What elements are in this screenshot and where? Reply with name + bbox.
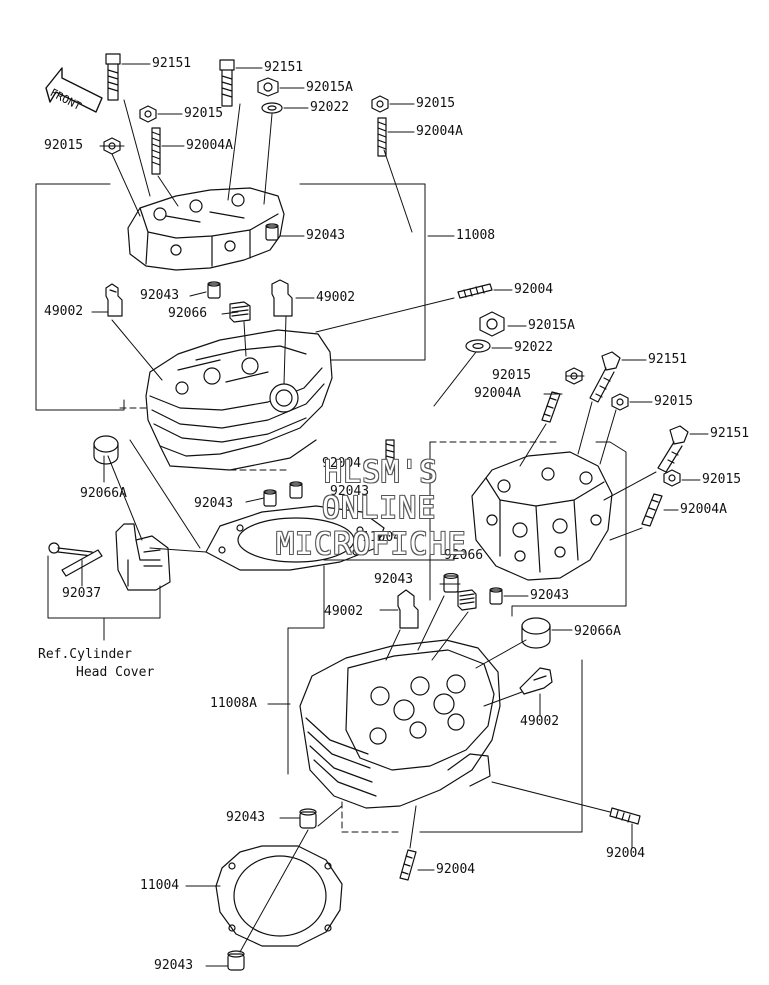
label-92022: 92022 [310, 100, 350, 115]
washer-92022-b [465, 339, 491, 353]
label-92043: 92043 [374, 572, 414, 587]
cap-92066A-a [93, 435, 119, 465]
ref-bracket [47, 555, 161, 641]
cylinder-head-front [299, 639, 501, 809]
stud-center [385, 439, 395, 471]
stud-92004-b [399, 849, 417, 881]
label-92004A: 92004A [680, 502, 727, 517]
bolt-92151-d [657, 425, 689, 473]
nut-92015-f [663, 469, 681, 487]
label-92004A: 92004A [416, 124, 463, 139]
label-92043: 92043 [194, 496, 234, 511]
label-92066A: 92066A [80, 486, 127, 501]
plug-49002-a [105, 283, 123, 317]
label-92043: 92043 [154, 958, 194, 973]
valve-cover-part [115, 523, 171, 591]
label-92015: 92015 [702, 472, 742, 487]
label-92015: 92015 [44, 138, 84, 153]
label-92022: 92022 [514, 340, 554, 355]
label-92043: 92043 [530, 588, 570, 603]
seal-92066-b [457, 589, 477, 611]
rear-head-group-box [35, 183, 426, 471]
leader-lines [81, 63, 709, 967]
label-11004: 11004 [362, 530, 402, 545]
label-92004A: 92004A [186, 138, 233, 153]
bolt-92037 [48, 542, 103, 577]
label-92037: 92037 [62, 586, 102, 601]
label-92004: 92004 [606, 846, 646, 861]
stud-92004A-d [641, 493, 663, 527]
dowel-92043-g [299, 808, 317, 829]
label-92151: 92151 [264, 60, 304, 75]
stud-92004A-a [151, 127, 161, 175]
cylinder-head-rear [145, 329, 333, 471]
label-49002: 49002 [324, 604, 364, 619]
nut-92015A-b [479, 311, 505, 337]
plug-49002-b [271, 279, 293, 317]
label-92004: 92004 [514, 282, 554, 297]
label-92015: 92015 [184, 106, 224, 121]
label-92015A: 92015A [528, 318, 575, 333]
dowel-92043-c [263, 489, 277, 507]
watermark-line3: MICROFICHE [276, 527, 467, 562]
watermark-line2: ONLINE [322, 491, 437, 526]
dowel-92043-f [489, 587, 503, 605]
label-49002: 49002 [520, 714, 560, 729]
label-92151: 92151 [648, 352, 688, 367]
label-49002: 49002 [44, 304, 84, 319]
label-92015: 92015 [492, 368, 532, 383]
gasket-11004-front [215, 845, 343, 947]
rocker-holder-front [471, 451, 613, 581]
nut-92015-c [371, 95, 389, 113]
dowel-92043-d [289, 481, 303, 499]
label-49002: 49002 [316, 290, 356, 305]
gasket-11004-rear [205, 505, 385, 571]
label-92015: 92015 [416, 96, 456, 111]
dowel-92043-b [207, 281, 221, 299]
label-92043: 92043 [330, 484, 370, 499]
label-92043: 92043 [140, 288, 180, 303]
label-92004: 92004 [436, 862, 476, 877]
plug-49002-c [397, 589, 419, 629]
nut-92015A-a [257, 77, 279, 97]
ref-note-line1: Ref.Cylinder [38, 647, 132, 662]
label-11004: 11004 [140, 878, 180, 893]
stud-92004-a [457, 283, 493, 299]
label-92151: 92151 [152, 56, 192, 71]
seal-92066-a [229, 301, 251, 323]
rocker-holder-rear [127, 187, 285, 271]
label-92004A: 92004A [474, 386, 521, 401]
nut-92015-a [139, 105, 157, 123]
label-11008A: 11008A [210, 696, 257, 711]
watermark-line1: HLSM'S [324, 455, 439, 490]
bolt-92151-a [105, 53, 121, 101]
label-92015: 92015 [654, 394, 694, 409]
cap-92066A-b [521, 617, 551, 649]
label-92066A: 92066A [574, 624, 621, 639]
stud-92004A-b [377, 117, 387, 157]
bolt-92151-b [219, 59, 235, 107]
front-head-group-box [287, 441, 627, 833]
ref-note-line2: Head Cover [76, 665, 155, 680]
plug-49002-d [519, 667, 553, 695]
front-arrow-icon [45, 67, 103, 113]
label-92151: 92151 [710, 426, 750, 441]
label-92066: 92066 [168, 306, 208, 321]
label-92015A: 92015A [306, 80, 353, 95]
stud-92004A-c [541, 391, 561, 423]
dowel-92043-e [443, 572, 459, 593]
label-92043: 92043 [306, 228, 346, 243]
dowel-92043-a [265, 223, 279, 241]
washer-92022-a [261, 102, 283, 114]
label-92066: 92066 [444, 548, 484, 563]
label-11008: 11008 [456, 228, 496, 243]
label-92004: 92004 [322, 456, 362, 471]
bolt-92151-c [589, 351, 621, 403]
stud-92004-c [609, 807, 641, 825]
nut-92015-e [611, 393, 629, 411]
dowel-92043-h [227, 950, 245, 971]
label-92043: 92043 [226, 810, 266, 825]
